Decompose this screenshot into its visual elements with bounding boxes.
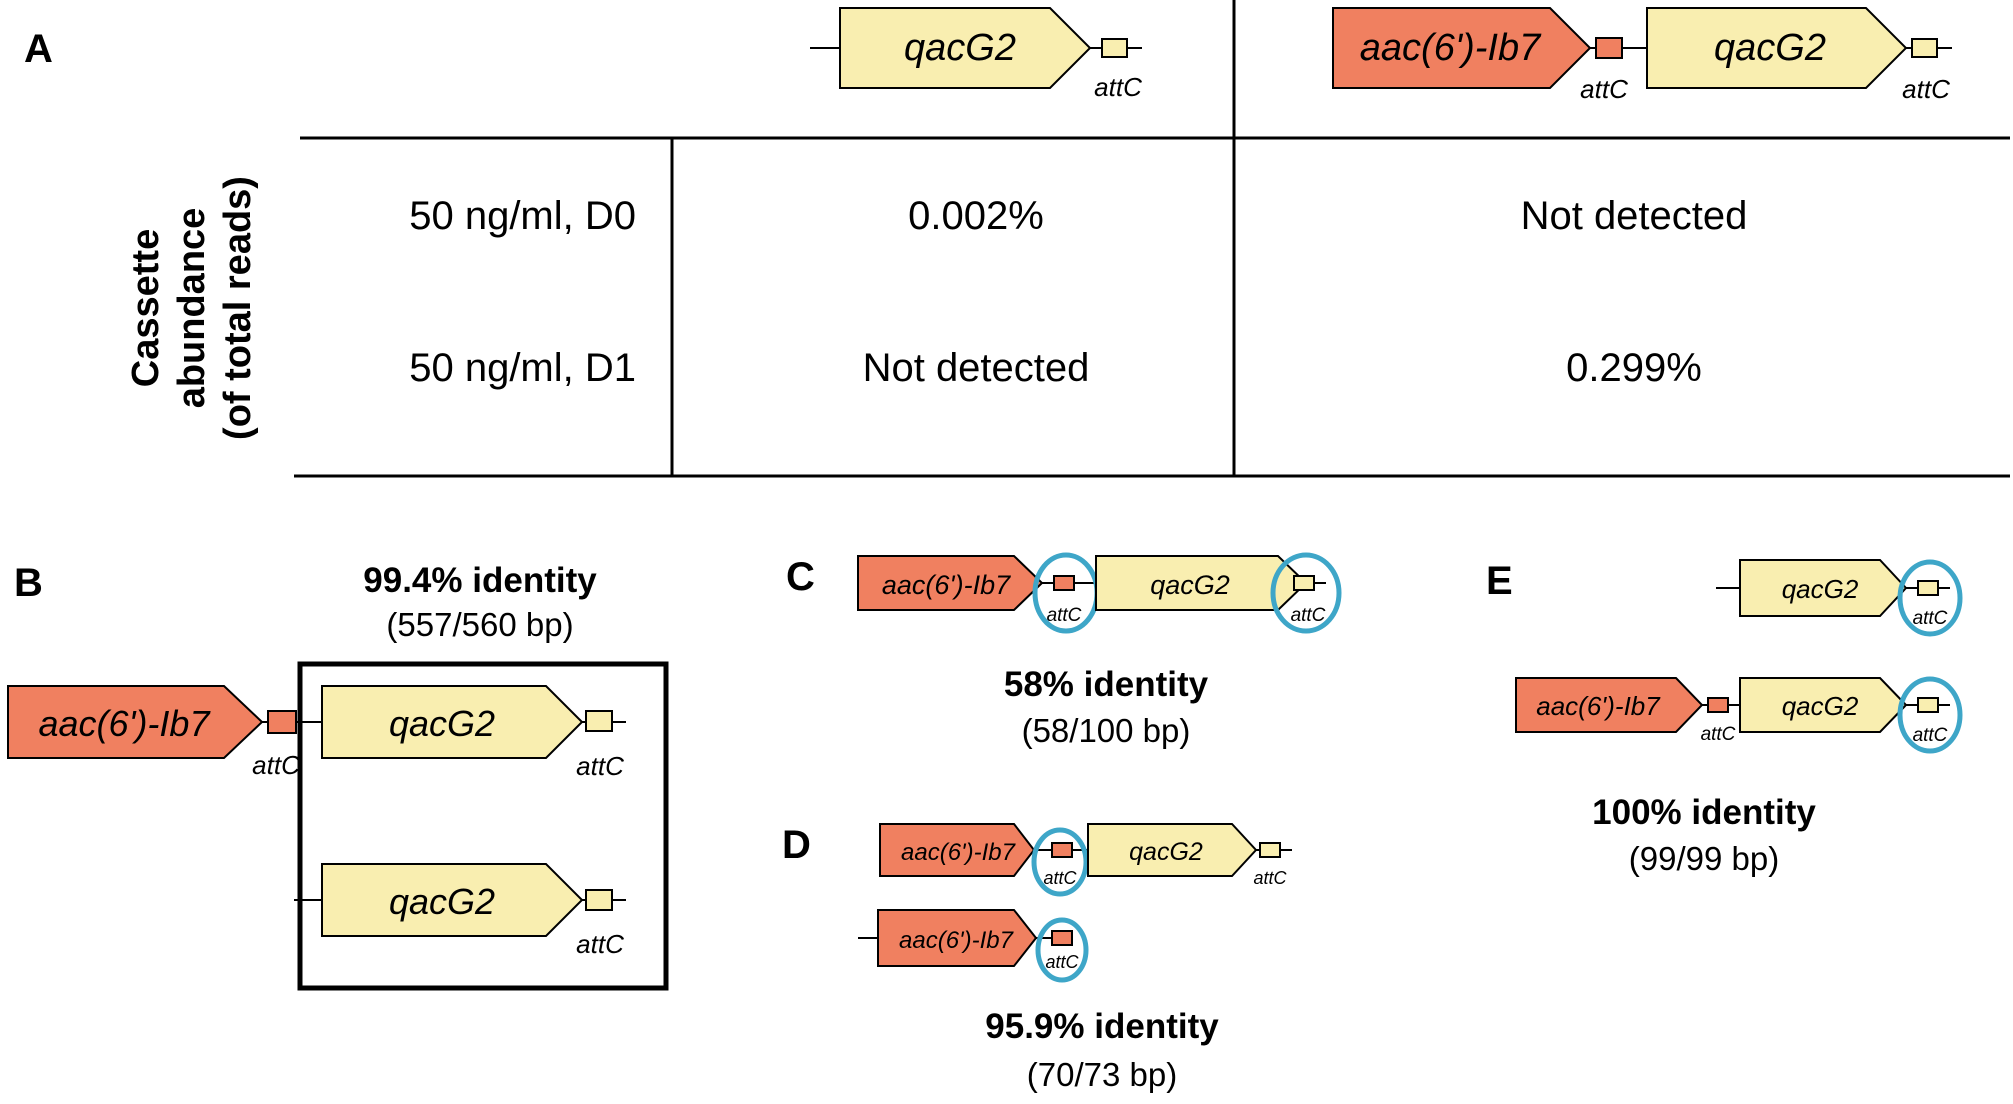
aac-gene-label: aac(6')-Ib7: [899, 927, 1015, 954]
identity-bp-label: (70/73 bp): [1027, 1056, 1177, 1093]
identity-label: 99.4% identity: [363, 561, 597, 600]
panel-label-c: C: [786, 555, 815, 599]
qacg2-gene-label: qacG2: [389, 881, 495, 922]
aac-gene-arrow: [857, 555, 1044, 611]
attc-site-box: [1051, 842, 1073, 858]
attc-label: attC: [576, 929, 624, 959]
panel-label-e: E: [1486, 559, 1513, 603]
qacg2-gene-arrow: [1095, 555, 1308, 611]
qacg2-gene-label: qacG2: [904, 27, 1016, 69]
attc-label: attC: [1047, 605, 1082, 626]
attc-highlight-circle: [1031, 827, 1089, 897]
row-condition-label: 50 ng/ml, D1: [409, 346, 636, 390]
table-cell-value: Not detected: [863, 346, 1090, 390]
qacg2-gene-arrow: [1739, 677, 1908, 733]
qacg2-gene-arrow: [321, 685, 584, 759]
table-cell-value: 0.002%: [908, 194, 1044, 238]
qacg2-gene-label: qacG2: [1782, 691, 1859, 721]
qacg2-gene-label: qacG2: [1150, 570, 1230, 600]
attc-site-box: [1911, 38, 1938, 58]
attc-site-box: [1259, 842, 1281, 858]
identity-label: 95.9% identity: [985, 1007, 1219, 1046]
panel-label-b: B: [14, 561, 43, 605]
identity-bp-label: (99/99 bp): [1629, 840, 1779, 877]
attc-label: attC: [1913, 608, 1948, 629]
aac-gene-label: aac(6')-Ib7: [1536, 691, 1661, 721]
attc-site-box: [1917, 697, 1939, 713]
table-cell-value: 0.299%: [1566, 346, 1702, 390]
table-cell-value: Not detected: [1521, 194, 1748, 238]
attc-label: attC: [1902, 74, 1950, 104]
attc-highlight-circle: [1897, 676, 1963, 754]
svg-text:Cassette: Cassette: [125, 229, 167, 387]
panel-label-d: D: [782, 823, 811, 867]
attc-label: attC: [1291, 605, 1326, 626]
header-cassette-aac-qacg2: aac(6')-Ib7 attC qacG2 attC: [1332, 7, 1952, 104]
attc-label: attC: [1701, 724, 1736, 745]
cassette-c: aac(6')-Ib7 attC qacG2 attC: [857, 552, 1342, 634]
qacg2-gene-label: qacG2: [389, 703, 495, 744]
svg-text:(of total reads): (of total reads): [217, 176, 259, 440]
attc-highlight-circle: [1035, 917, 1089, 983]
attc-label: attC: [1253, 868, 1287, 888]
attc-site-box: [1917, 580, 1939, 596]
attc-site-box: [1053, 575, 1075, 591]
attc-label: attC: [1094, 72, 1142, 102]
qacg2-gene-arrow: [1646, 7, 1908, 89]
attc-site-box: [1101, 38, 1128, 58]
cassette-d-bottom: aac(6')-Ib7 attC: [858, 909, 1089, 983]
attc-highlight-circle: [1897, 559, 1963, 637]
attc-site-box: [1293, 575, 1315, 591]
cassette-e-bottom: aac(6')-Ib7 attC qacG2 attC: [1515, 676, 1963, 754]
comparison-box: [297, 661, 669, 991]
identity-bp-label: (557/560 bp): [386, 606, 573, 643]
header-cassette-qacg2: qacG2 attC: [810, 7, 1142, 102]
attc-label: attC: [1580, 74, 1628, 104]
identity-bp-label: (58/100 bp): [1022, 712, 1191, 749]
cassette-e-top: qacG2 attC: [1716, 559, 1963, 637]
qacg2-gene-arrow: [839, 7, 1092, 89]
attc-site-box: [585, 889, 613, 911]
cassette-b-reference: aac(6')-Ib7 attC qacG2 attC: [7, 685, 626, 781]
qacg2-gene-label: qacG2: [1782, 574, 1859, 604]
attc-label: attC: [1913, 725, 1948, 746]
qacg2-gene-arrow: [321, 863, 584, 937]
qacg2-gene-arrow: [1087, 823, 1258, 877]
attc-site-box: [1595, 37, 1623, 59]
aac-gene-arrow: [1515, 677, 1704, 733]
qacg2-gene-label: qacG2: [1129, 838, 1203, 866]
identity-label: 58% identity: [1004, 665, 1209, 704]
qacg2-gene-label: qacG2: [1714, 27, 1826, 69]
panel-label-a: A: [24, 27, 53, 71]
cassette-abundance-ylabel: Cassette abundance (of total reads): [125, 176, 259, 440]
aac-gene-arrow: [879, 823, 1036, 877]
aac-gene-label: aac(6')-Ib7: [882, 570, 1011, 600]
aac-gene-label: aac(6')-Ib7: [1360, 27, 1542, 69]
attc-label: attC: [252, 750, 300, 780]
aac-gene-arrow: [1332, 7, 1592, 89]
attc-label: attC: [576, 751, 624, 781]
identity-label: 100% identity: [1592, 793, 1816, 832]
row-condition-label: 50 ng/ml, D0: [409, 194, 636, 238]
aac-gene-label: aac(6')-Ib7: [39, 703, 212, 744]
attc-site-box: [585, 710, 613, 732]
aac-gene-arrow: [877, 909, 1038, 967]
qacg2-gene-arrow: [1739, 559, 1908, 617]
attc-site-box: [1051, 930, 1073, 946]
aac-gene-label: aac(6')-Ib7: [901, 839, 1017, 866]
cassette-d-top: aac(6')-Ib7 attC qacG2 attC: [879, 823, 1292, 897]
attc-site-box: [1707, 697, 1729, 713]
cassette-b-match: qacG2 attC: [294, 863, 626, 959]
attc-site-box: [267, 710, 297, 734]
attc-label: attC: [1043, 868, 1077, 888]
svg-text:abundance: abundance: [171, 208, 213, 409]
attc-label: attC: [1045, 952, 1079, 972]
aac-gene-arrow: [7, 685, 264, 759]
attc-highlight-circle: [1270, 552, 1342, 634]
